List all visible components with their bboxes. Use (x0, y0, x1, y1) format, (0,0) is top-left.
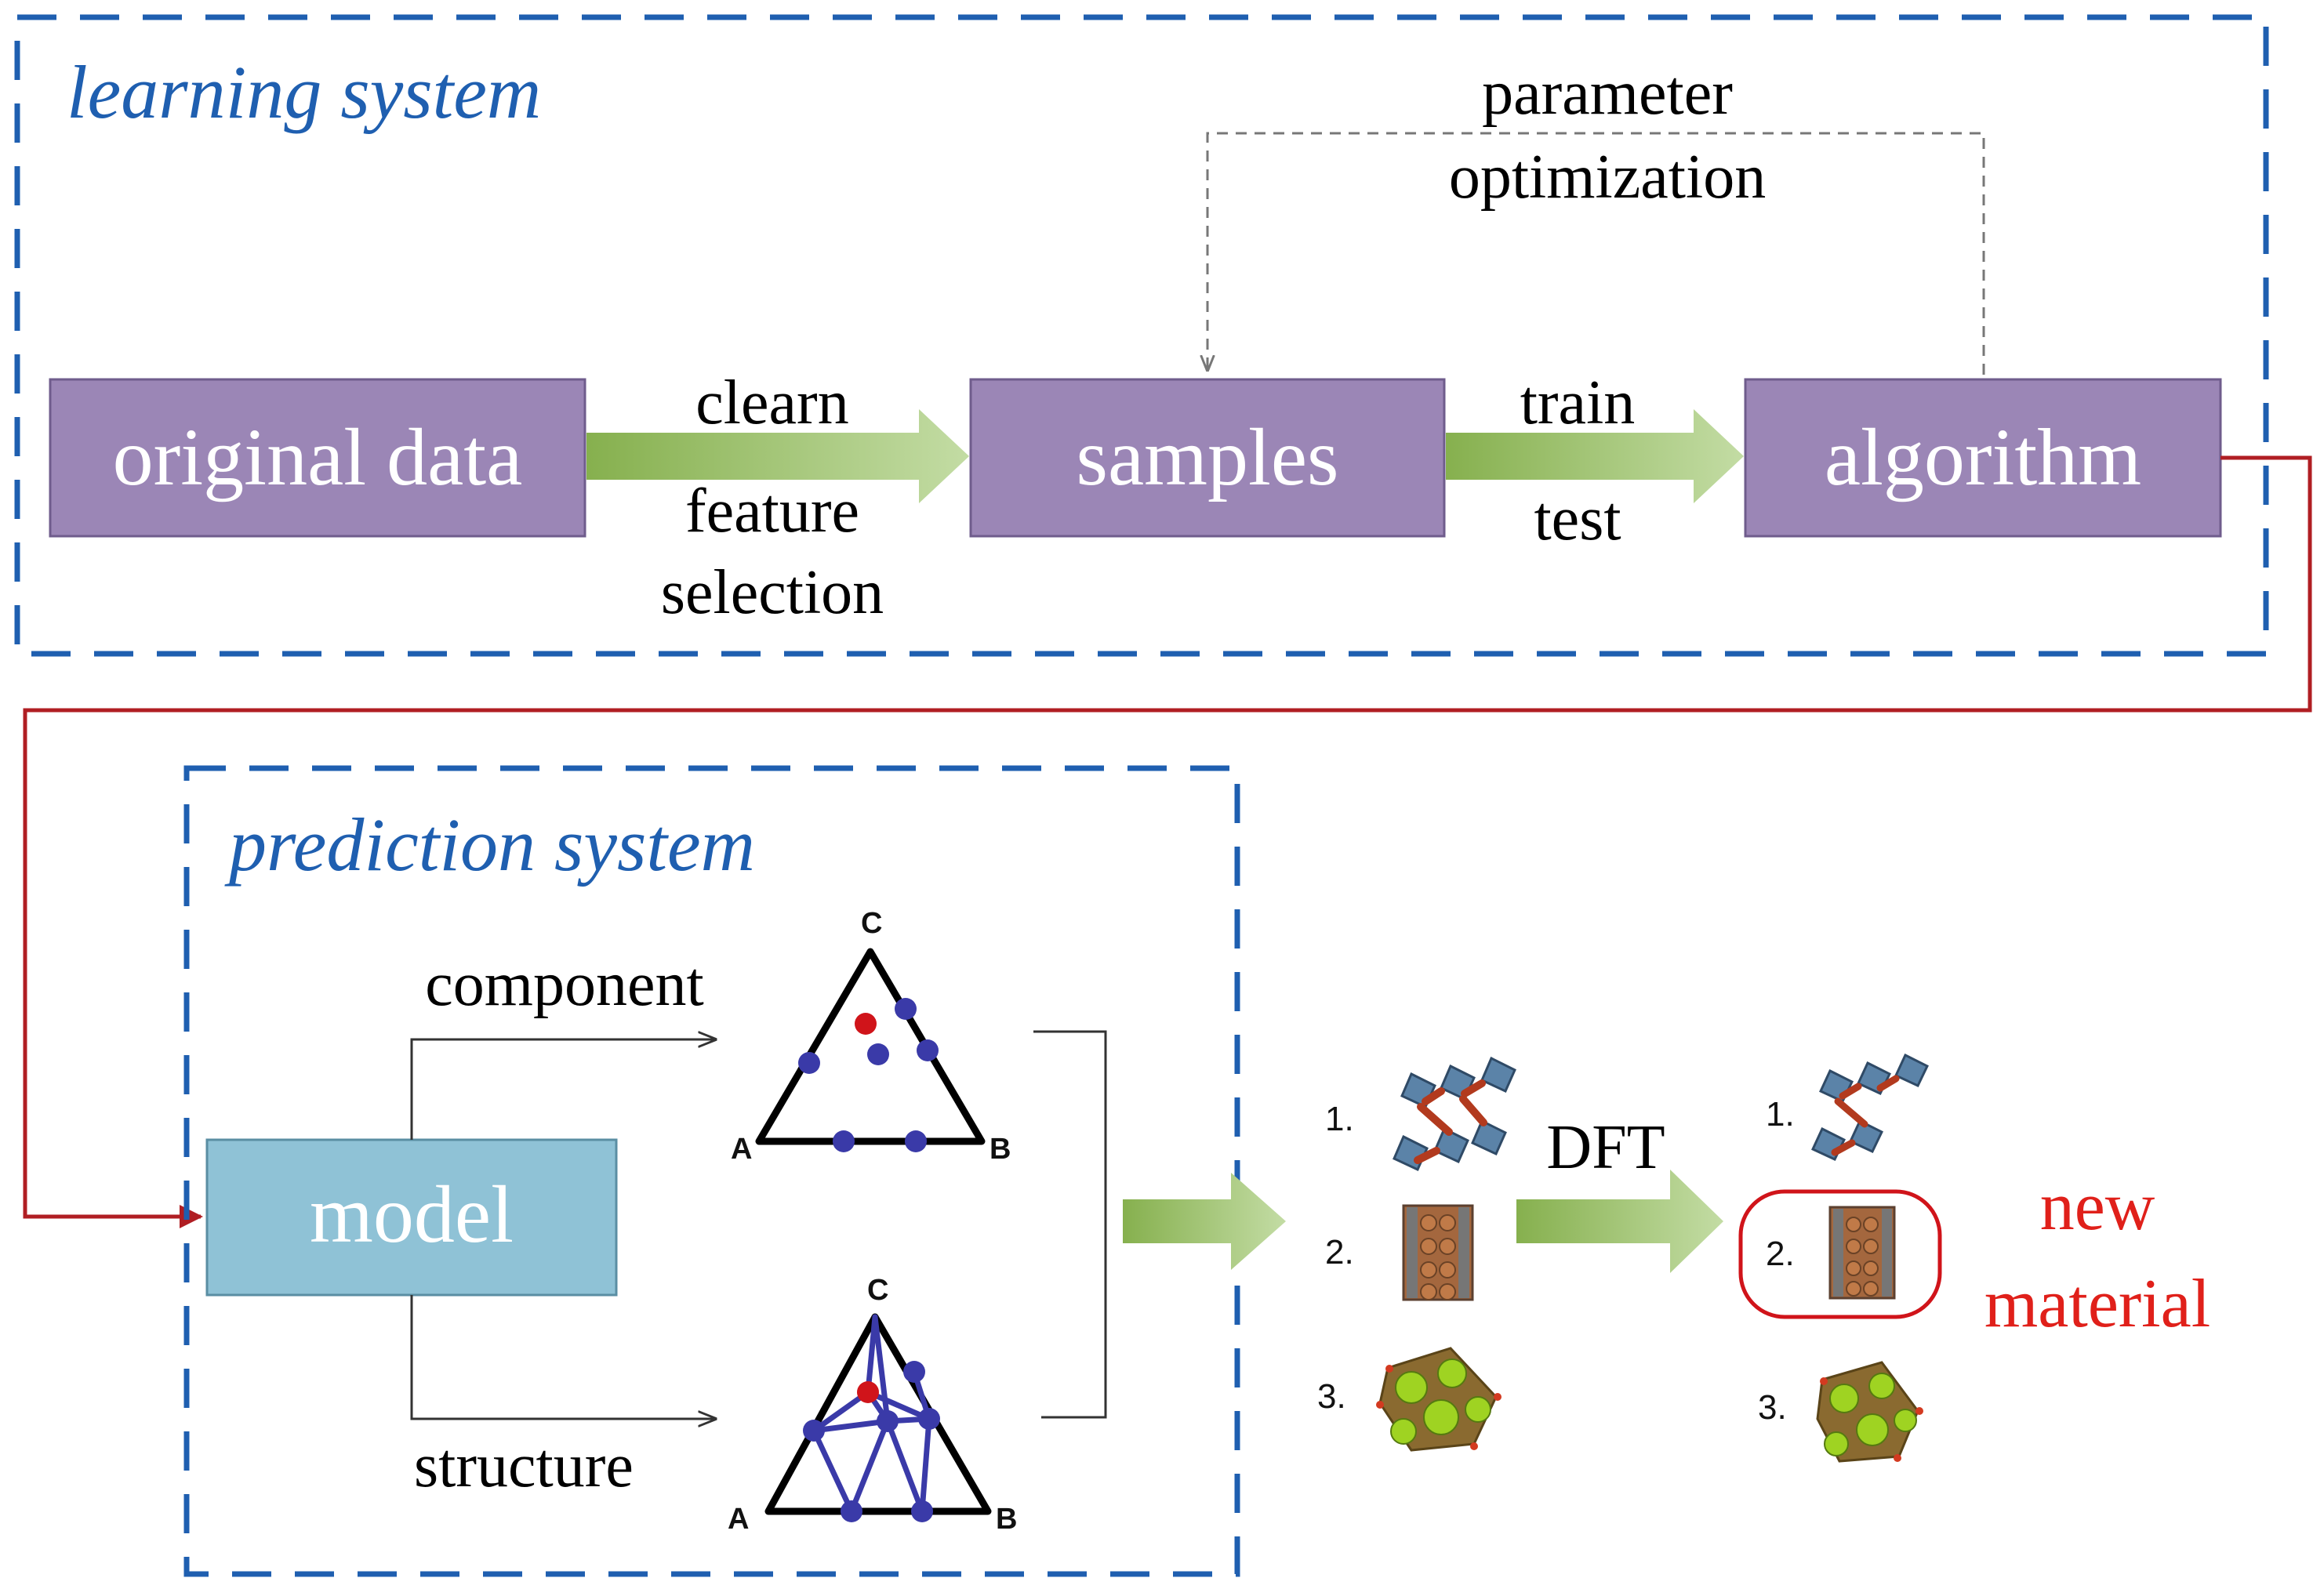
structure-ternary-diagram: A B C (728, 1274, 1017, 1536)
ternary-point (803, 1420, 825, 1442)
parameter-optimization-loop (1207, 132, 1985, 375)
branch-component-line (410, 1039, 715, 1140)
result-number: 3. (1758, 1388, 1787, 1427)
candidate-structures: 1. 2. 3. (1317, 1056, 1516, 1452)
edge2-label-test: test (1534, 484, 1621, 553)
model-box: model (205, 1138, 618, 1297)
algorithm-box: algorithm (1744, 378, 2222, 538)
new-material-highlight (1738, 1189, 1942, 1319)
edge1-label-selection: selection (661, 558, 884, 627)
merge-bracket (1033, 1030, 1107, 1419)
result-structure-3-icon (1816, 1361, 1923, 1463)
svg-text:C: C (861, 907, 882, 940)
component-ternary-diagram: A B C (731, 907, 1011, 1166)
candidate-number: 3. (1317, 1377, 1346, 1416)
result-structure-2-icon (1828, 1206, 1896, 1300)
svg-text:C: C (867, 1274, 888, 1307)
svg-text:samples: samples (1076, 412, 1338, 502)
prediction-system-title: prediction system (224, 803, 755, 887)
crystal-structure-1-icon (1393, 1056, 1516, 1172)
feedback-label-line2: optimization (1449, 143, 1766, 212)
svg-text:A: A (728, 1503, 749, 1536)
feedback-label-line1: parameter (1482, 59, 1733, 128)
svg-text:B: B (990, 1133, 1011, 1166)
branch-structure-line (410, 1295, 715, 1419)
ternary-point (903, 1361, 925, 1383)
original-data-box: original data (49, 378, 586, 538)
result-structure-1-icon (1811, 1053, 1929, 1161)
ternary-point (841, 1500, 862, 1522)
result-number: 2. (1766, 1235, 1795, 1273)
samples-box: samples (969, 378, 1446, 538)
svg-text:algorithm: algorithm (1825, 412, 2141, 502)
ternary-point (917, 1039, 939, 1061)
new-material-label-line1: new (2040, 1169, 2155, 1245)
candidate-number: 2. (1325, 1233, 1354, 1271)
crystal-structure-2-icon (1402, 1204, 1474, 1301)
candidate-number: 1. (1325, 1100, 1354, 1138)
ternary-point (905, 1130, 927, 1152)
dft-label: DFT (1546, 1113, 1665, 1182)
svg-text:model: model (310, 1170, 514, 1260)
arrow-dft (1516, 1170, 1723, 1273)
ternary-point-red (857, 1381, 879, 1403)
branch-structure-label: structure (414, 1431, 634, 1500)
edge1-label-clearn: clearn (695, 368, 848, 437)
result-structures: 1. 2. 3. (1738, 1053, 1942, 1463)
ternary-point (895, 998, 917, 1020)
svg-text:original data: original data (113, 412, 523, 502)
svg-text:B: B (996, 1503, 1017, 1536)
arrow-to-candidates (1123, 1173, 1286, 1270)
prediction-system-frame (183, 765, 1240, 1577)
svg-text:A: A (731, 1133, 752, 1166)
ternary-point-red (855, 1013, 877, 1035)
ternary-point (918, 1408, 940, 1430)
ternary-point (877, 1410, 899, 1432)
arrow-original-to-samples (586, 409, 969, 503)
edge1-label-feature: feature (685, 477, 859, 546)
ternary-point (911, 1500, 933, 1522)
ternary-point (798, 1052, 820, 1074)
new-material-label-line2: material (1984, 1266, 2210, 1342)
edge2-label-train: train (1520, 368, 1636, 437)
ternary-point (833, 1130, 855, 1152)
crystal-structure-3-icon (1376, 1347, 1502, 1452)
ternary-point (867, 1043, 889, 1065)
result-number: 1. (1766, 1095, 1795, 1134)
branch-component-label: component (425, 950, 703, 1019)
algorithm-to-model-connector (23, 455, 2312, 1228)
arrow-samples-to-algorithm (1446, 409, 1744, 503)
learning-system-title: learning system (67, 50, 541, 134)
